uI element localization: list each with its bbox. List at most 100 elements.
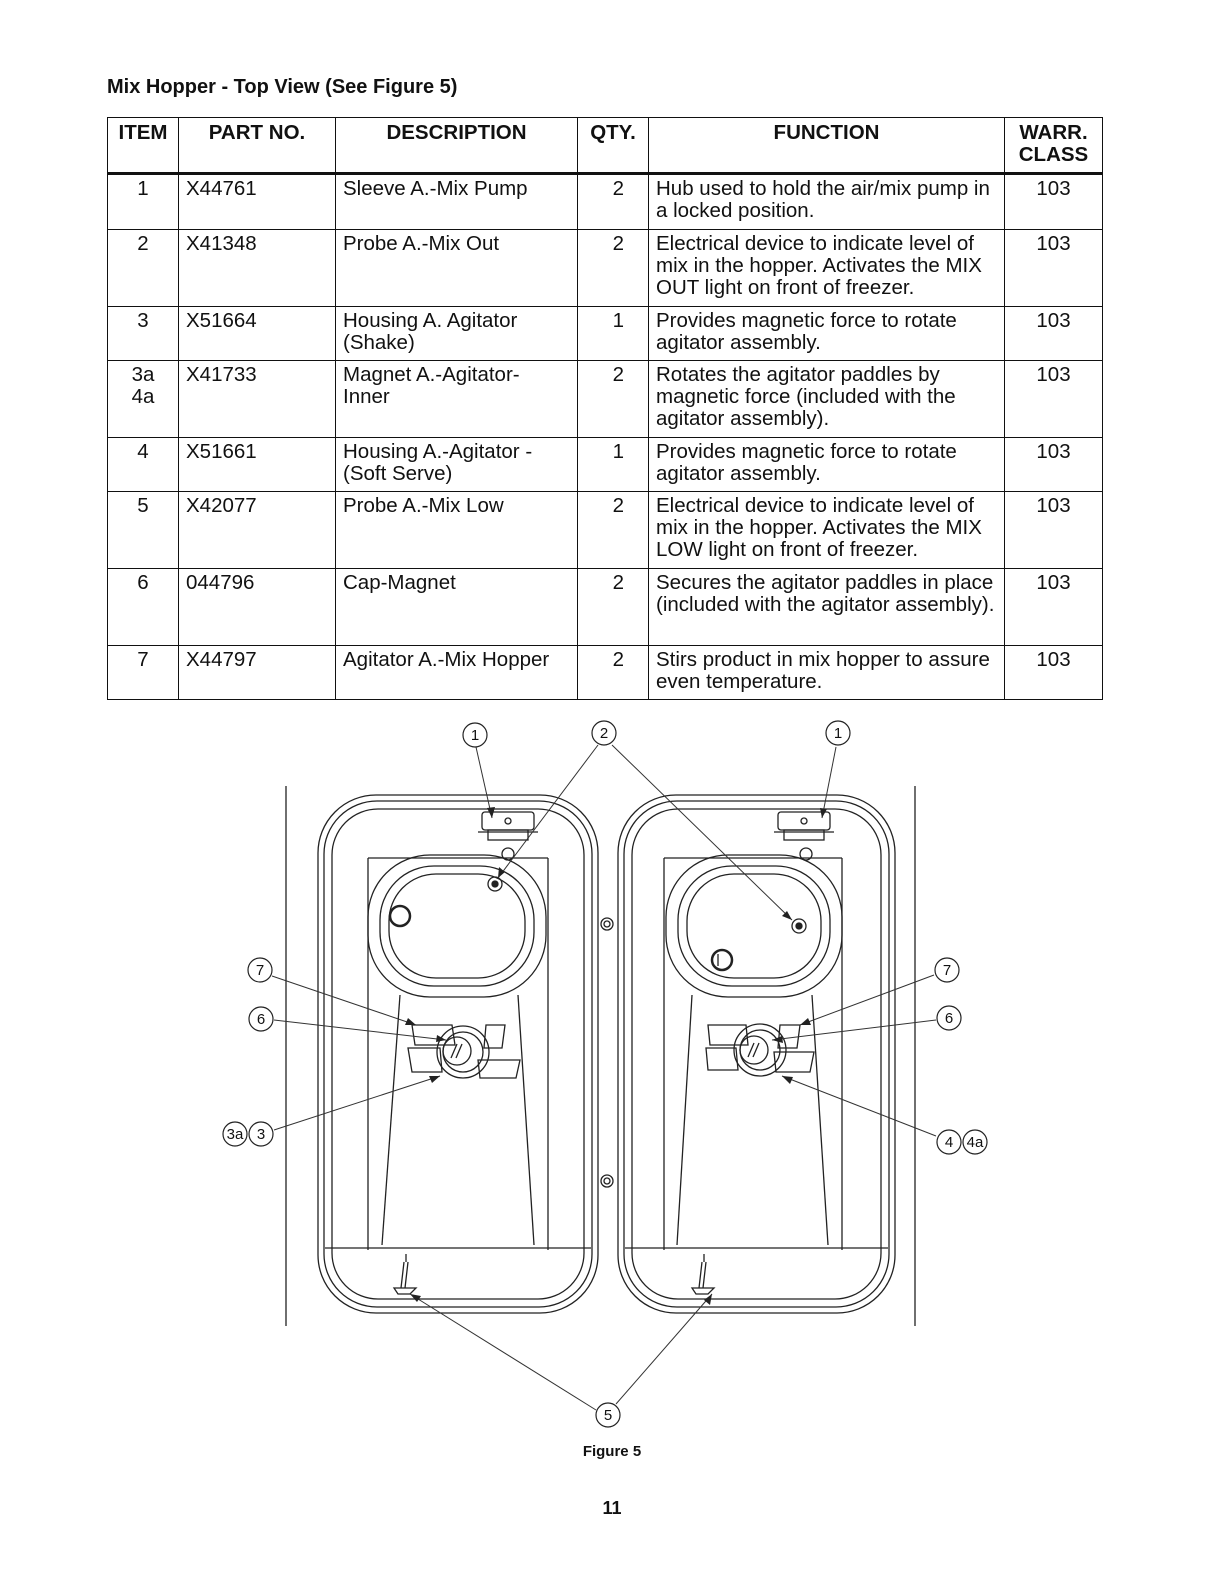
cell-warr-class: 103 bbox=[1004, 568, 1103, 646]
svg-text:2: 2 bbox=[600, 725, 608, 742]
cell-function: Stirs product in mix hopper to assure ev… bbox=[648, 644, 1005, 701]
table-row: 2 X41348 Probe A.-Mix Out 2 Electrical d… bbox=[107, 228, 1103, 307]
hopper-left-outlet bbox=[367, 854, 547, 998]
cell-item: 5 bbox=[107, 491, 179, 569]
agitator-right bbox=[733, 1023, 787, 1077]
svg-text:1: 1 bbox=[834, 725, 842, 742]
outlet-port bbox=[388, 904, 412, 928]
leader-arrowheads bbox=[405, 807, 827, 1305]
outlet-port bbox=[710, 948, 734, 972]
callout-5: 5 bbox=[595, 1402, 621, 1428]
cell-warr-class: 103 bbox=[1004, 305, 1103, 361]
callout-4a: 4a bbox=[962, 1129, 988, 1155]
cell-qty: 1 bbox=[577, 436, 649, 493]
svg-text:5: 5 bbox=[604, 1407, 612, 1424]
table-row: 7 X44797 Agitator A.-Mix Hopper 2 Stirs … bbox=[107, 644, 1103, 701]
mix-out-probe bbox=[487, 876, 503, 892]
cell-item: 4 bbox=[107, 436, 179, 493]
cell-description: Housing A.-Agitator - (Soft Serve) bbox=[335, 436, 578, 493]
svg-text:6: 6 bbox=[257, 1011, 265, 1028]
callouts: 1 2 1 7 6 3a 3 bbox=[222, 720, 988, 1428]
pump-sleeve bbox=[481, 811, 535, 831]
svg-text:3: 3 bbox=[257, 1126, 265, 1143]
cell-warr-class: 103 bbox=[1004, 173, 1103, 230]
magnet-cap bbox=[442, 1036, 472, 1066]
page-title: Mix Hopper - Top View (See Figure 5) bbox=[107, 76, 458, 98]
cell-item: 7 bbox=[107, 644, 179, 701]
callout-3a: 3a bbox=[222, 1121, 248, 1147]
page-number: 11 bbox=[602, 1498, 622, 1518]
callout-6-left: 6 bbox=[248, 1006, 274, 1032]
cell-qty: 2 bbox=[577, 491, 649, 569]
cell-warr-class: 103 bbox=[1004, 228, 1103, 307]
cell-description: Probe A.-Mix Out bbox=[335, 228, 578, 307]
svg-text:4: 4 bbox=[945, 1134, 953, 1151]
cell-part-no: X44761 bbox=[178, 173, 336, 230]
cell-part-no: X44797 bbox=[178, 644, 336, 701]
cell-function: Rotates the agitator paddles by magnetic… bbox=[648, 359, 1005, 438]
magnet-cap bbox=[739, 1035, 769, 1065]
cell-function: Hub used to hold the air/mix pump in a l… bbox=[648, 173, 1005, 230]
cell-item: 2 bbox=[107, 228, 179, 307]
cell-function: Provides magnetic force to rotate agitat… bbox=[648, 436, 1005, 493]
callout-4: 4 bbox=[936, 1129, 962, 1155]
hopper-left bbox=[317, 794, 599, 1314]
hopper-right bbox=[617, 794, 896, 1314]
cell-qty: 2 bbox=[577, 644, 649, 701]
svg-text:1: 1 bbox=[471, 727, 479, 744]
figure-caption: Figure 5 bbox=[582, 1443, 642, 1460]
cell-item: 3a 4a bbox=[107, 359, 179, 438]
header-warr-class: WARR. CLASS bbox=[1004, 116, 1103, 176]
callout-3: 3 bbox=[248, 1121, 274, 1147]
svg-text:7: 7 bbox=[943, 962, 951, 979]
table-row: 4 X51661 Housing A.-Agitator - (Soft Ser… bbox=[107, 436, 1103, 493]
cell-part-no: X42077 bbox=[178, 491, 336, 569]
callout-2: 2 bbox=[591, 720, 617, 746]
hopper-right-outer-rim bbox=[617, 794, 896, 1314]
cell-warr-class: 103 bbox=[1004, 644, 1103, 701]
callout-6-right: 6 bbox=[936, 1005, 962, 1031]
hopper-right-outlet bbox=[665, 854, 843, 998]
cell-function: Electrical device to indicate level of m… bbox=[648, 228, 1005, 307]
center-bolts bbox=[600, 917, 614, 1188]
callout-1-right: 1 bbox=[825, 720, 851, 746]
table-row: 1 X44761 Sleeve A.-Mix Pump 2 Hub used t… bbox=[107, 173, 1103, 230]
table-row: 6 044796 Cap-Magnet 2 Secures the agitat… bbox=[107, 568, 1103, 646]
header-qty: QTY. bbox=[577, 116, 649, 176]
cell-description: Housing A. Agitator (Shake) bbox=[335, 305, 578, 361]
header-description: DESCRIPTION bbox=[335, 116, 578, 176]
cell-qty: 2 bbox=[577, 173, 649, 230]
cell-qty: 2 bbox=[577, 568, 649, 646]
cell-qty: 2 bbox=[577, 359, 649, 438]
callout-7-right: 7 bbox=[934, 957, 960, 983]
table-header-row: ITEM PART NO. DESCRIPTION QTY. FUNCTION … bbox=[107, 116, 1103, 176]
cell-item: 3 bbox=[107, 305, 179, 361]
parts-table: ITEM PART NO. DESCRIPTION QTY. FUNCTION … bbox=[107, 116, 1103, 701]
table-row: 3a 4a X41733 Magnet A.-Agitator- Inner 2… bbox=[107, 359, 1103, 438]
cell-description: Probe A.-Mix Low bbox=[335, 491, 578, 569]
cell-description: Sleeve A.-Mix Pump bbox=[335, 173, 578, 230]
header-part-no: PART NO. bbox=[178, 116, 336, 176]
cell-description: Magnet A.-Agitator- Inner bbox=[335, 359, 578, 438]
agitator-left bbox=[436, 1025, 490, 1079]
callout-1-left: 1 bbox=[462, 722, 488, 748]
cell-description: Agitator A.-Mix Hopper bbox=[335, 644, 578, 701]
svg-text:7: 7 bbox=[256, 962, 264, 979]
mix-low-probe bbox=[392, 1287, 418, 1295]
hopper-left-outer-rim bbox=[317, 794, 599, 1314]
table-row: 3 X51664 Housing A. Agitator (Shake) 1 P… bbox=[107, 305, 1103, 361]
cell-warr-class: 103 bbox=[1004, 359, 1103, 438]
cell-part-no: X51661 bbox=[178, 436, 336, 493]
cell-item: 1 bbox=[107, 173, 179, 230]
cell-part-no: X41348 bbox=[178, 228, 336, 307]
mix-out-probe bbox=[791, 918, 807, 934]
cell-part-no: X51664 bbox=[178, 305, 336, 361]
cell-function: Secures the agitator paddles in place (i… bbox=[648, 568, 1005, 646]
header-item: ITEM bbox=[107, 116, 179, 176]
mix-low-probe bbox=[690, 1287, 716, 1295]
cell-qty: 2 bbox=[577, 228, 649, 307]
leader-lines bbox=[271, 744, 937, 1411]
table-row: 5 X42077 Probe A.-Mix Low 2 Electrical d… bbox=[107, 491, 1103, 569]
cell-function: Electrical device to indicate level of m… bbox=[648, 491, 1005, 569]
svg-text:3a: 3a bbox=[227, 1126, 244, 1143]
